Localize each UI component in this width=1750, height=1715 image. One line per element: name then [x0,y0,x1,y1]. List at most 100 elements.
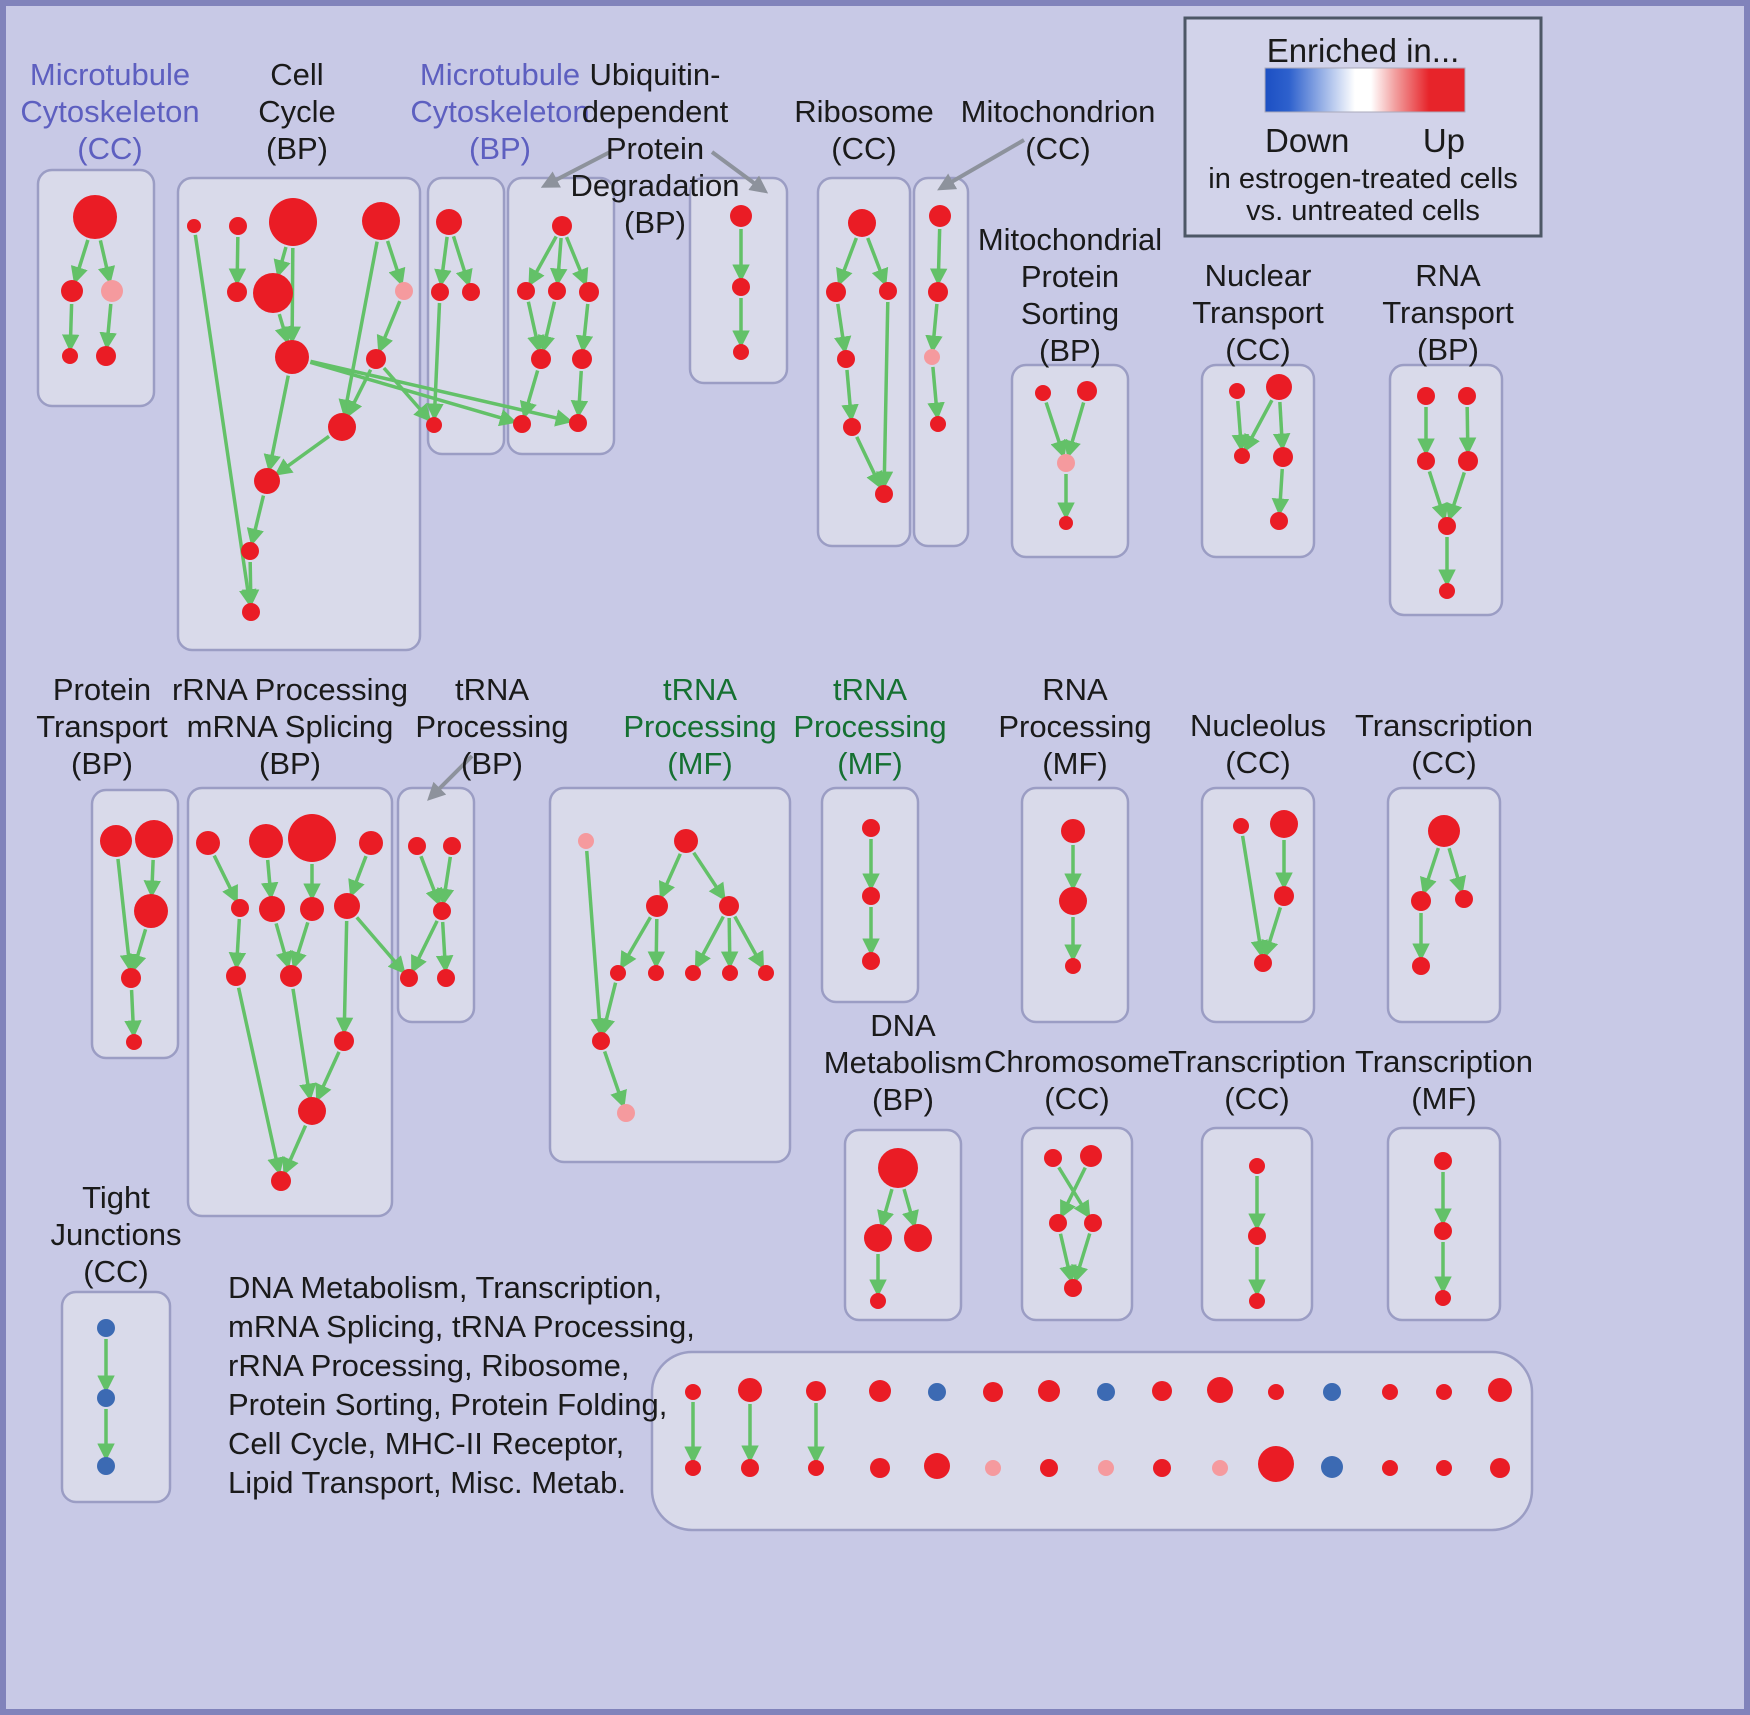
cluster-label-rna-transport-bp: Transport [1382,295,1514,330]
go-term-node-red [196,831,220,855]
cluster-label-ribosome-cc: Ribosome [794,94,934,129]
go-term-node-red [1417,387,1435,405]
edge-arrow [385,240,406,287]
go-term-node-red [741,1459,759,1477]
cluster-box-cell-cycle-bp [176,176,422,652]
edge-arrow [236,987,285,1176]
go-term-node-red [443,837,461,855]
go-term-node-red [548,282,566,300]
legend-subtitle-line1: in estrogen-treated cells [1208,163,1518,195]
go-term-node-red [1249,1293,1265,1309]
go-term-node-red [1248,1227,1266,1245]
edge-arrow [585,850,609,1037]
cluster-label-nucleolus-cc: Nucleolus [1190,708,1326,743]
cluster-label-chromosome-cc: Chromosome [984,1044,1170,1079]
cluster-label-ubiquitin-dependent-protein-degradation-bp: (BP) [624,205,686,240]
cluster-label-trna-processing-bp: tRNA [455,672,529,707]
edge-arrow [877,1188,894,1229]
edge-arrow [575,303,594,354]
cluster-label-ubiquitin-dependent-protein-degradation-bp: dependent [582,94,729,129]
go-term-node-red [300,897,324,921]
cluster-label-mitochondrial-protein-sorting-bp: (BP) [1039,333,1101,368]
edge-arrow [694,915,725,970]
cluster-box-nuclear-transport-cc [1200,363,1316,559]
go-term-node-red [862,887,880,905]
cluster-label-dna-metabolism-bp: DNA [870,1008,936,1043]
edge-arrow [570,370,589,419]
cluster-label-transcription-mf: Transcription [1355,1044,1533,1079]
legend-down-label: Down [1265,122,1349,159]
edge-arrow [70,239,90,285]
cluster-label-tight-junctions-cc: (CC) [83,1254,148,1289]
go-term-node-pink [1098,1460,1114,1476]
legend-title: Enriched in... [1267,32,1460,69]
go-term-node-red [362,202,400,240]
edge-arrow [193,234,257,608]
go-term-node-red [837,350,855,368]
cluster-label-tight-junctions-cc: Tight [82,1180,150,1215]
go-term-node-blue [97,1389,115,1407]
go-term-node-red [870,1293,886,1309]
go-term-node-red [864,1224,892,1252]
cluster-label-transcription-mf: (MF) [1411,1081,1476,1116]
cluster-label-mitochondrion-cc: Mitochondrion [961,94,1156,129]
go-term-node-red [513,415,531,433]
go-term-node-red [1458,451,1478,471]
cluster-label-protein-transport-bp: Protein [53,672,151,707]
cluster-label-dna-metabolism-bp: (BP) [872,1082,934,1117]
cluster-label-rna-processing-mf: (MF) [1042,746,1107,781]
go-term-node-red [843,418,861,436]
go-term-node-red [685,965,701,981]
pointer-arrow [540,150,611,188]
go-term-node-blue [97,1457,115,1475]
edge-arrow [866,237,889,287]
edge-arrow [927,366,945,421]
cluster-label-transcription-cc-upper: (CC) [1411,745,1476,780]
go-term-node-red [1434,1152,1452,1170]
go-term-node-red [242,603,260,621]
cluster-label-chromosome-cc: (CC) [1044,1081,1109,1116]
cluster-label-rna-transport-bp: (BP) [1417,332,1479,367]
edge-arrow [647,918,666,970]
edge-arrow [550,237,568,287]
legend-up-label: Up [1423,122,1465,159]
cluster-label-ubiquitin-dependent-protein-degradation-bp: Protein [606,131,704,166]
edge-arrow [1231,400,1250,453]
edge-arrow [124,989,142,1039]
go-term-node-red [436,209,462,235]
go-term-node-red [758,965,774,981]
go-term-node-pink [985,1460,1001,1476]
go-term-node-red [462,283,480,301]
cluster-label-transcription-cc-lower: Transcription [1168,1044,1346,1079]
edge-arrow [436,856,455,907]
edge-arrow [929,228,948,287]
cluster-box-tight-junctions-cc [60,1290,172,1504]
cluster-label-trna-processing-mf-large: (MF) [667,746,732,781]
go-term-node-red [1270,512,1288,530]
cluster-label-cell-cycle-bp: (BP) [266,131,328,166]
edge-arrow [274,434,331,476]
go-term-node-red [426,417,442,433]
edge-arrow [228,236,247,287]
cluster-label-trna-processing-bp: (BP) [461,746,523,781]
cluster-label-nucleolus-cc: (CC) [1225,745,1290,780]
cluster-label-ubiquitin-dependent-protein-degradation-bp: Ubiquitin- [590,57,721,92]
go-term-node-red [229,217,247,235]
go-term-node-red [870,1458,890,1478]
go-term-node-red [231,899,249,917]
go-term-node-blue [928,1383,946,1401]
cluster-label-dna-metabolism-bp: Metabolism [824,1045,983,1080]
go-term-node-red [280,965,302,987]
cluster-label-trna-processing-mf-small: tRNA [833,672,907,707]
go-term-node-red [431,283,449,301]
cluster-box-chromosome-cc [1020,1126,1134,1322]
go-term-node-pink [101,280,123,302]
go-term-node-red [826,282,846,302]
edge-arrow [310,359,574,427]
cluster-label-mitochondrial-protein-sorting-bp: Sorting [1021,296,1119,331]
edge-arrow [1243,399,1274,453]
edge-arrow [733,915,765,970]
go-term-node-red [848,209,876,237]
go-term-node-red [271,1171,291,1191]
go-term-node-pink [617,1104,635,1122]
